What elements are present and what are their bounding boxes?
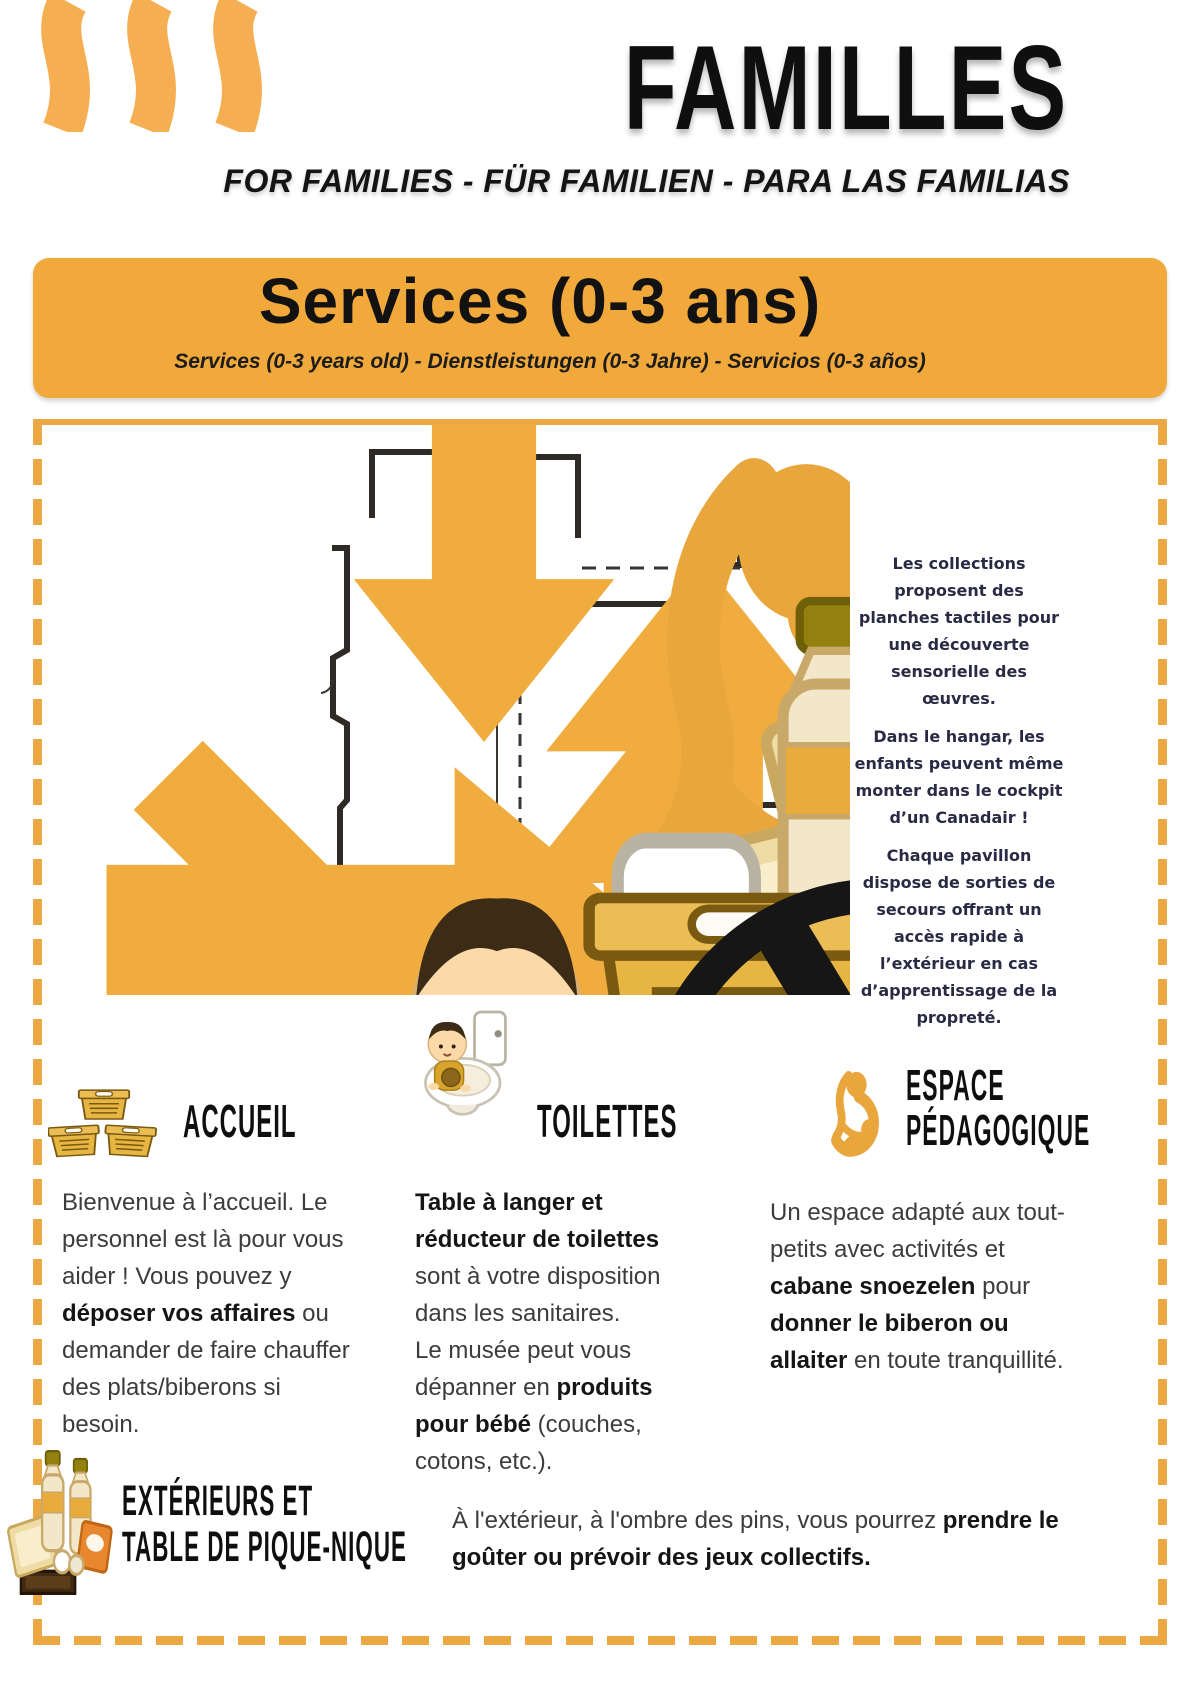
frame-right-border [1158,419,1167,1647]
mother-baby-icon [812,1068,890,1166]
section-body-accueil: Bienvenue à l’accueil. Le personnel est … [62,1189,350,1438]
floor-plan-map [90,425,850,995]
map-note-pavillon: Chaque pavillon dispose de sorties de se… [860,846,1058,1027]
page-subtitle: FOR FAMILIES - FÜR FAMILIEN - PARA LAS F… [223,163,1070,199]
outdoor-title-line1: EXTÉRIEURS ET [122,1477,314,1525]
outdoor-body: À l'extérieur, à l'ombre des pins, vous … [452,1507,1059,1571]
frame-bottom-border [33,1636,1167,1645]
frame-top-border [36,419,1164,425]
baby-on-toilet-icon [420,998,520,1126]
banner-title: Services (0-3 ans) [258,265,822,337]
frame-left-border [33,419,42,1647]
services-banner: Services (0-3 ans) Services (0-3 years o… [33,258,1167,398]
section-title-accueil: ACCUEIL [183,1095,297,1147]
page-title: FAMILLES [623,21,1068,155]
section-title-espace-line2: PÉDAGOGIQUE [906,1106,1091,1155]
three-wavy-lines-logo-icon [41,0,262,132]
map-note-hangar: Dans le hangar, les enfants peuvent même… [854,727,1064,827]
outdoor-title-line2: TABLE DE PIQUE-NIQUE [122,1523,408,1571]
section-body-espace: Un espace adapté aux tout-petits avec ac… [770,1199,1065,1374]
map-notes: Les collections proposent des planches t… [854,550,1064,1042]
banner-subtitle: Services (0-3 years old) - Dienstleistun… [174,350,926,373]
section-title-toilettes: TOILETTES [537,1095,678,1147]
section-title-espace-line1: ESPACE [906,1061,1005,1110]
map-note-collections: Les collections proposent des planches t… [858,554,1060,708]
picnic-bottles-snacks-icon [2,1448,120,1606]
storage-boxes-icon [48,1084,160,1160]
section-body-toilettes: Table à langer et réducteur de toilettes… [415,1189,661,1475]
